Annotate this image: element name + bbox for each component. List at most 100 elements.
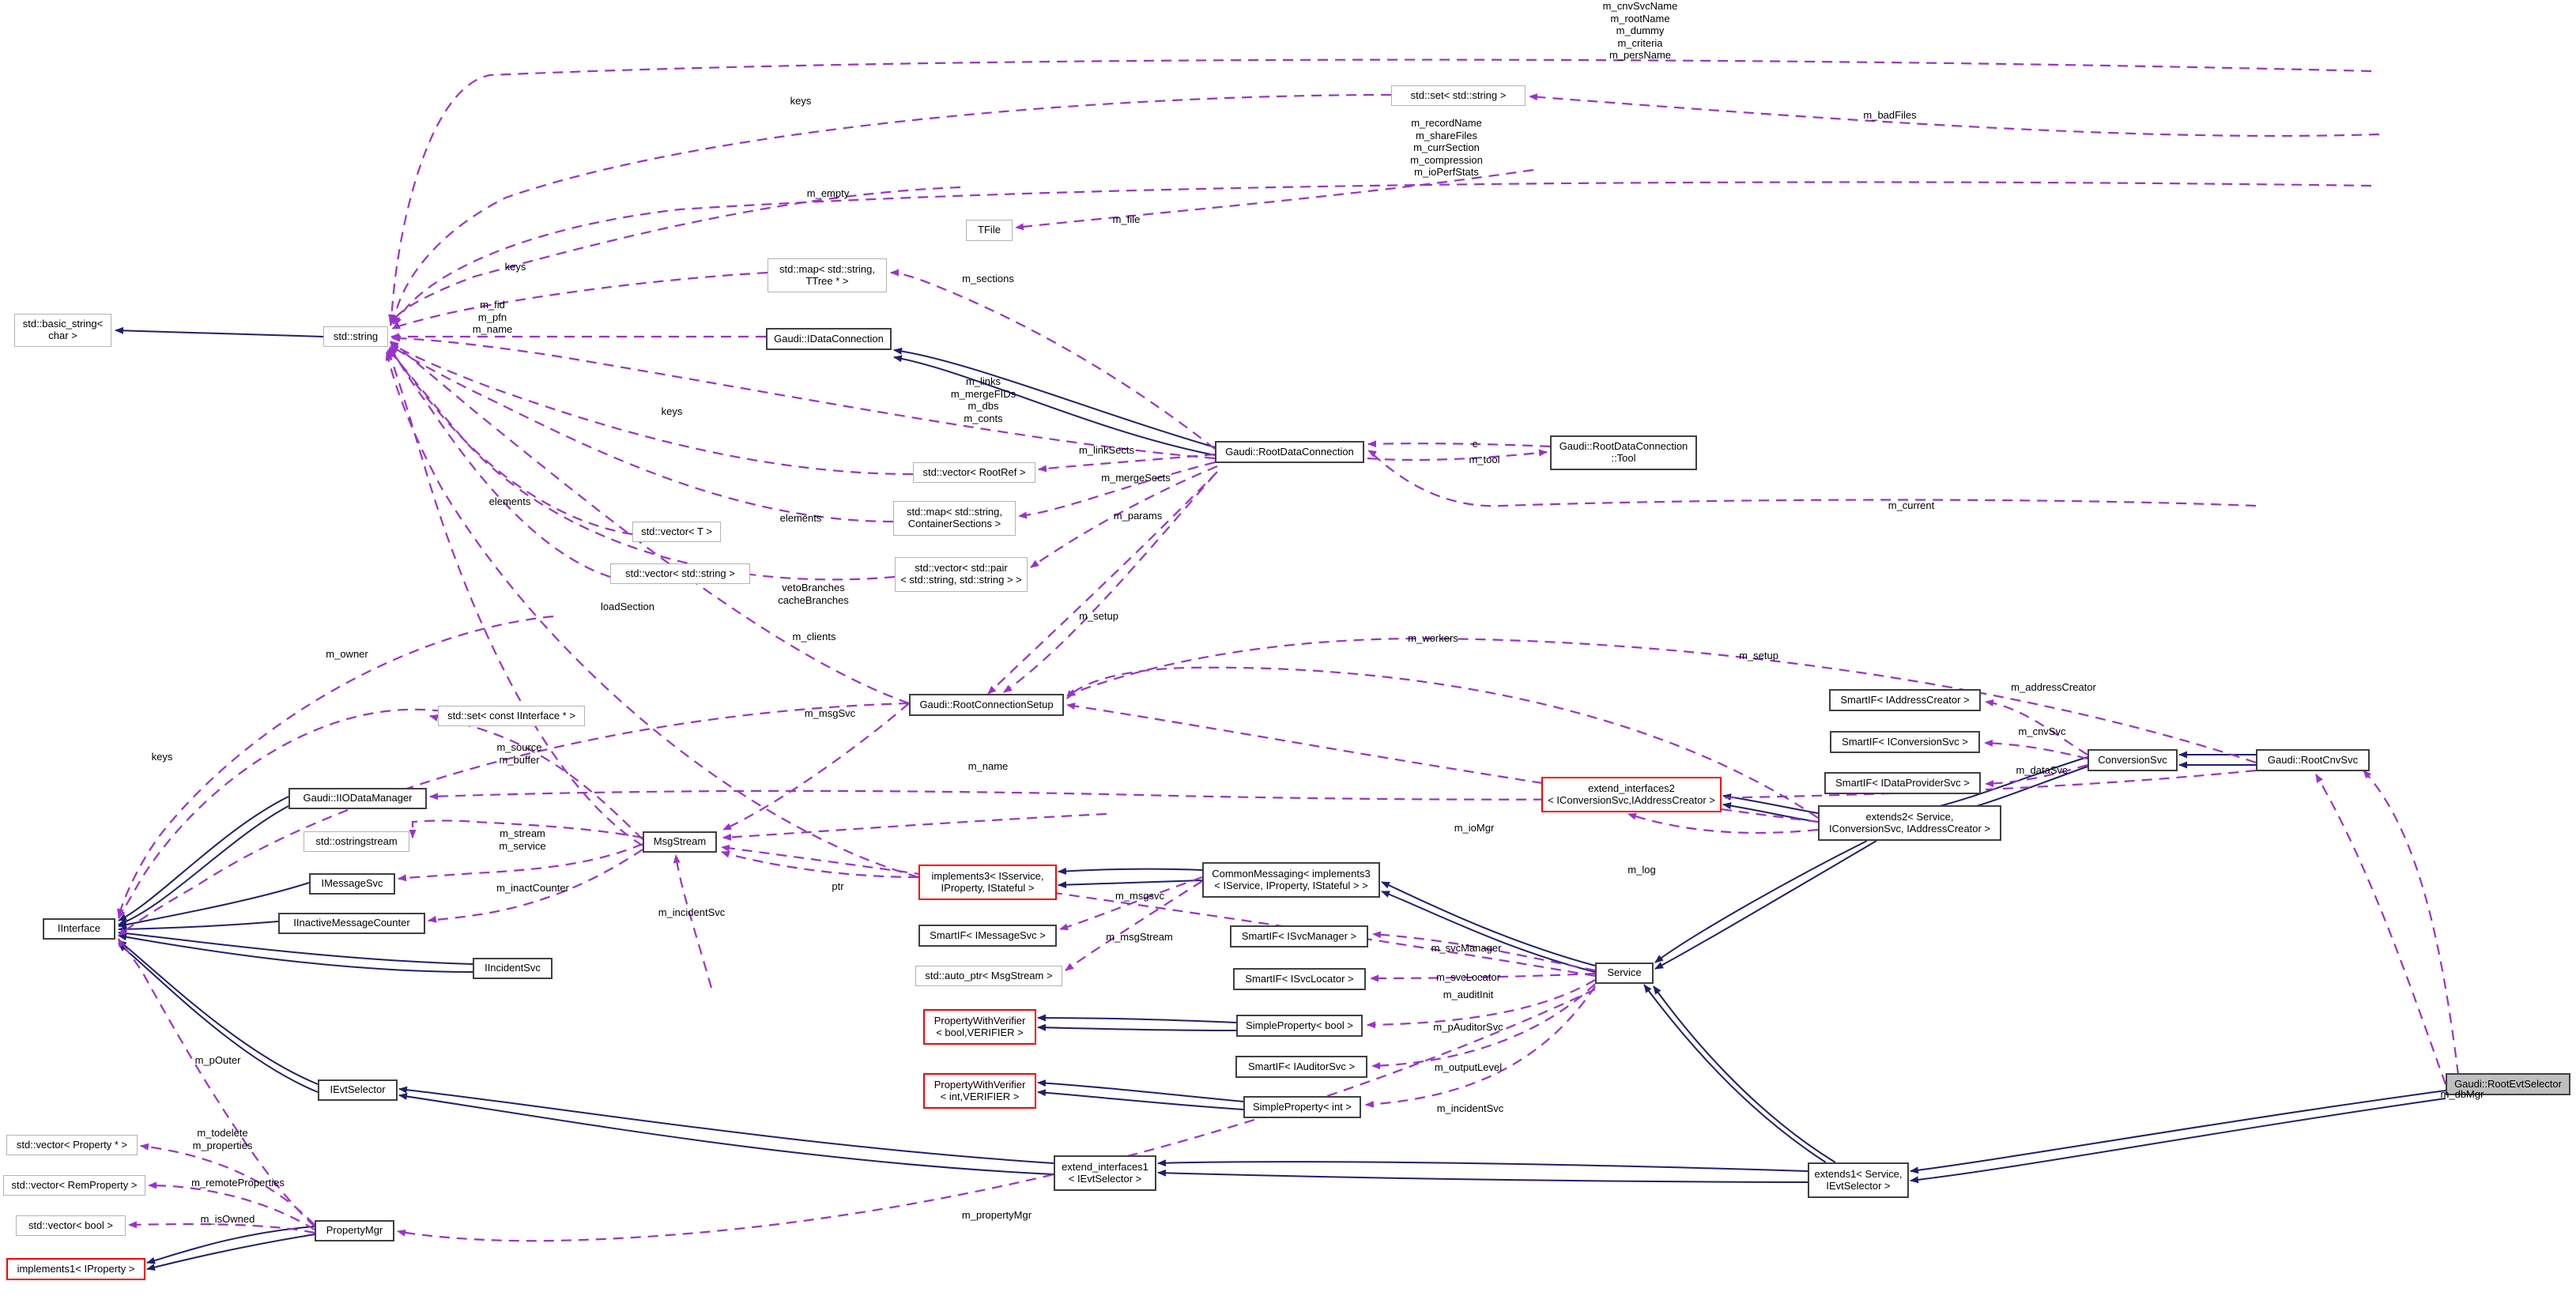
edge-label-lbl_record_block: m_recordName m_shareFiles m_currSection … (1410, 117, 1483, 179)
class-node-basic_string[interactable]: std::basic_string< char > (14, 314, 111, 347)
edge-label-lbl_m_msgstream: m_msgStream (1106, 931, 1173, 943)
class-node-autoptr_msgstream[interactable]: std::auto_ptr< MsgStream > (915, 966, 1062, 986)
edge-label-lbl_ptr: ptr (832, 880, 844, 892)
edge-label-lbl_addrcreator: m_addressCreator (2011, 681, 2096, 693)
class-node-iincidentsvc[interactable]: IIncidentSvc (473, 958, 553, 979)
edge-label-lbl_m_msgsvc_1: m_msgSvc (804, 707, 856, 719)
edge-label-lbl_m_file: m_file (1112, 213, 1141, 225)
class-node-smartif_iconvsvc[interactable]: SmartIF< IConversionSvc > (1830, 731, 1980, 753)
class-node-iinterface[interactable]: IInterface (43, 918, 115, 940)
edge-label-lbl_fid_block: m_fid m_pfn m_name (472, 299, 513, 336)
edge-label-lbl_m_name_1: m_name (967, 760, 1009, 772)
edge-label-lbl_keys_top: keys (790, 95, 812, 107)
edge-label-lbl_m_msgsvc_2: m_msgsvc (1115, 890, 1165, 902)
class-node-extend_interfaces2[interactable]: extend_interfaces2 < IConversionSvc,IAdd… (1541, 777, 1722, 812)
class-node-rootconnsetup[interactable]: Gaudi::RootConnectionSetup (909, 694, 1064, 716)
edge-label-lbl_linksects: m_linkSects (1078, 444, 1135, 456)
edge-label-lbl_m_setup_2: m_setup (1739, 650, 1778, 661)
class-node-vector_property_ptr[interactable]: std::vector< Property * > (6, 1135, 138, 1155)
edge-label-lbl_cnv_block: m_cnvSvcName m_rootName m_dummy m_criter… (1602, 0, 1678, 62)
class-node-rootdataconn_tool[interactable]: Gaudi::RootDataConnection ::Tool (1550, 435, 1697, 470)
edge-label-lbl_m_dbmgr: m_dbMgr (2440, 1088, 2484, 1100)
class-node-vector_string[interactable]: std::vector< std::string > (610, 563, 750, 584)
class-node-propertymgr[interactable]: PropertyMgr (315, 1220, 394, 1241)
class-node-conversionsvc[interactable]: ConversionSvc (2088, 749, 2178, 771)
edge-label-lbl_isowned: m_isOwned (200, 1213, 255, 1225)
class-node-propverifier_bool[interactable]: PropertyWithVerifier < bool,VERIFIER > (923, 1009, 1036, 1045)
class-node-vector_bool[interactable]: std::vector< bool > (16, 1215, 126, 1236)
edge-label-lbl_outputlevel: m_outputLevel (1434, 1061, 1503, 1073)
class-node-map_contsect[interactable]: std::map< std::string, ContainerSections… (893, 501, 1016, 536)
edge-label-lbl_mergesects: m_mergeSects (1101, 472, 1171, 484)
class-node-smartif_idataprov[interactable]: SmartIF< IDataProviderSvc > (1824, 772, 1981, 794)
class-node-vector_pair[interactable]: std::vector< std::pair < std::string, st… (895, 557, 1028, 592)
class-node-ostringstream[interactable]: std::ostringstream (304, 831, 409, 852)
edge-label-lbl_keys_2: keys (504, 261, 526, 273)
class-node-smartif_isvcmanager[interactable]: SmartIF< ISvcManager > (1230, 925, 1368, 948)
edge-label-lbl_todelete: m_todelete m_properties (192, 1127, 253, 1151)
class-node-extends1_service[interactable]: extends1< Service, IEvtSelector > (1808, 1162, 1909, 1198)
class-node-set_string[interactable]: std::set< std::string > (1391, 85, 1526, 106)
edge-label-lbl_loadsection: loadSection (601, 601, 654, 612)
class-node-imessagesvc[interactable]: IMessageSvc (309, 873, 395, 895)
edge-label-lbl_m_workers: m_workers (1408, 632, 1458, 644)
edge-label-lbl_m_empty: m_empty (806, 187, 850, 199)
edge-label-lbl_m_datasvc: m_dataSvc (2016, 764, 2068, 776)
edge-label-lbl_m_incsvc_2: m_incidentSvc (1436, 1102, 1504, 1114)
edge-label-lbl_m_log: m_log (1627, 864, 1656, 876)
class-node-ievtselector[interactable]: IEvtSelector (318, 1079, 398, 1101)
class-node-smartif_iauditorsvc[interactable]: SmartIF< IAuditorSvc > (1235, 1056, 1367, 1078)
edge-label-lbl_keys_3: keys (661, 405, 683, 417)
edge-label-lbl_m_tool: m_tool (1469, 454, 1500, 465)
edge-label-lbl_m_incsvc_1: m_incidentSvc (658, 906, 726, 918)
edge-label-lbl_m_clients: m_clients (792, 631, 836, 642)
edge-label-lbl_source_blk: m_source m_buffer (496, 741, 542, 766)
edge-label-lbl_svclocator: m_svcLocator (1436, 971, 1500, 983)
class-node-msgstream[interactable]: MsgStream (643, 831, 717, 853)
edge-label-lbl_keys_4: keys (151, 751, 173, 763)
edge-label-lbl_m_current: m_current (1888, 499, 1935, 511)
class-node-commonmessaging[interactable]: CommonMessaging< implements3 < IService,… (1202, 862, 1380, 898)
edge-label-lbl_vetobranch: vetoBranches cacheBranches (778, 582, 849, 606)
class-node-simpleproperty_int[interactable]: SimpleProperty< int > (1243, 1096, 1361, 1118)
class-node-simpleproperty_bool[interactable]: SimpleProperty< bool > (1236, 1015, 1363, 1037)
class-node-tfile[interactable]: TFile (966, 220, 1013, 241)
class-node-smartif_iaddrcreator[interactable]: SmartIF< IAddressCreator > (1829, 689, 1981, 711)
class-node-rootdataconnection[interactable]: Gaudi::RootDataConnection (1215, 441, 1364, 463)
class-node-service[interactable]: Service (1595, 963, 1654, 984)
edge-label-lbl_badfiles: m_badFiles (1863, 109, 1917, 121)
edge-label-lbl_c: c (1472, 438, 1478, 450)
class-node-set_iinterface[interactable]: std::set< const IInterface * > (438, 706, 585, 726)
edge-label-lbl_auditinit: m_auditInit (1443, 989, 1494, 1000)
class-node-map_ttree[interactable]: std::map< std::string, TTree * > (768, 258, 887, 292)
edge-label-lbl_m_sections: m_sections (962, 273, 1014, 284)
class-node-implements1_iprop[interactable]: implements1< IProperty > (6, 1258, 145, 1280)
class-node-iodatamanager[interactable]: Gaudi::IIODataManager (289, 788, 427, 809)
class-node-smartif_isvclocator[interactable]: SmartIF< ISvcLocator > (1233, 968, 1366, 990)
edge-label-lbl_inactcounter: m_inactCounter (496, 882, 569, 894)
edge-label-lbl_m_iomgr: m_ioMgr (1454, 822, 1495, 834)
class-node-idataconnection[interactable]: Gaudi::IDataConnection (766, 328, 892, 350)
class-node-iinactivemsgcounter[interactable]: IInactiveMessageCounter (278, 913, 425, 934)
edge-label-lbl_m_setup_1: m_setup (1079, 610, 1118, 622)
class-node-smartif_imessagesvc[interactable]: SmartIF< IMessageSvc > (918, 925, 1057, 947)
class-node-propverifier_int[interactable]: PropertyWithVerifier < int,VERIFIER > (923, 1073, 1036, 1109)
class-node-vector_remproperty[interactable]: std::vector< RemProperty > (3, 1175, 145, 1196)
class-node-rootcnvsvc[interactable]: Gaudi::RootCnvSvc (2256, 749, 2370, 771)
edge-label-lbl_m_pouter: m_pOuter (194, 1054, 241, 1066)
edge-label-lbl_m_cnvsvc: m_cnvSvc (2018, 725, 2066, 737)
class-node-rootevtselector[interactable]: Gaudi::RootEvtSelector (2446, 1073, 2570, 1095)
class-node-vector_t[interactable]: std::vector< T > (632, 522, 721, 542)
class-node-std_string[interactable]: std::string (323, 326, 388, 347)
edge-label-lbl_propertymgr: m_propertyMgr (961, 1209, 1032, 1221)
edge-label-lbl_remoteprops: m_remoteProperties (191, 1177, 285, 1189)
edge-label-lbl_pauditorsvc: m_pAuditorSvc (1433, 1021, 1503, 1033)
class-node-extends2_service[interactable]: extends2< Service, IConversionSvc, IAddr… (1818, 805, 2001, 841)
class-node-extend_interfaces1[interactable]: extend_interfaces1 < IEvtSelector > (1054, 1155, 1156, 1191)
class-node-implements3_iservice[interactable]: implements3< ISservice, IProperty, IStat… (918, 865, 1057, 900)
edge-label-lbl_links_block: m_links m_mergeFIDs m_dbs m_conts (950, 375, 1016, 424)
class-node-vector_rootref[interactable]: std::vector< RootRef > (913, 462, 1035, 483)
edge-label-lbl_m_owner: m_owner (326, 648, 368, 660)
edge-label-lbl_stream_blk: m_stream m_service (499, 827, 546, 852)
